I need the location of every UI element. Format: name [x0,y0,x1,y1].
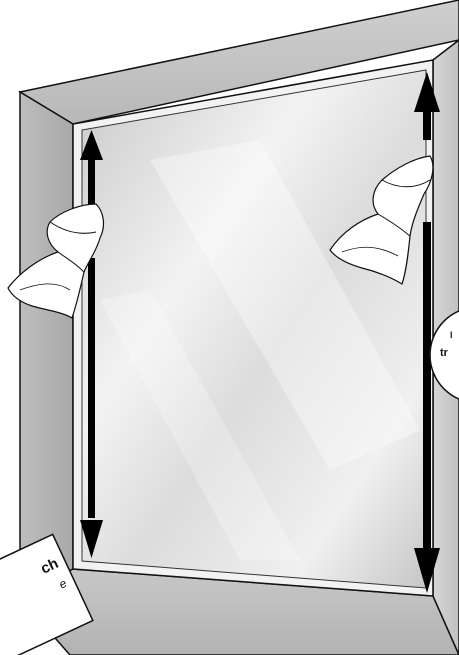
mirror-frame [20,0,459,655]
badge-text-bottom: tr [440,347,449,359]
frame-left [20,92,73,598]
badge-text-top: l [450,330,453,340]
